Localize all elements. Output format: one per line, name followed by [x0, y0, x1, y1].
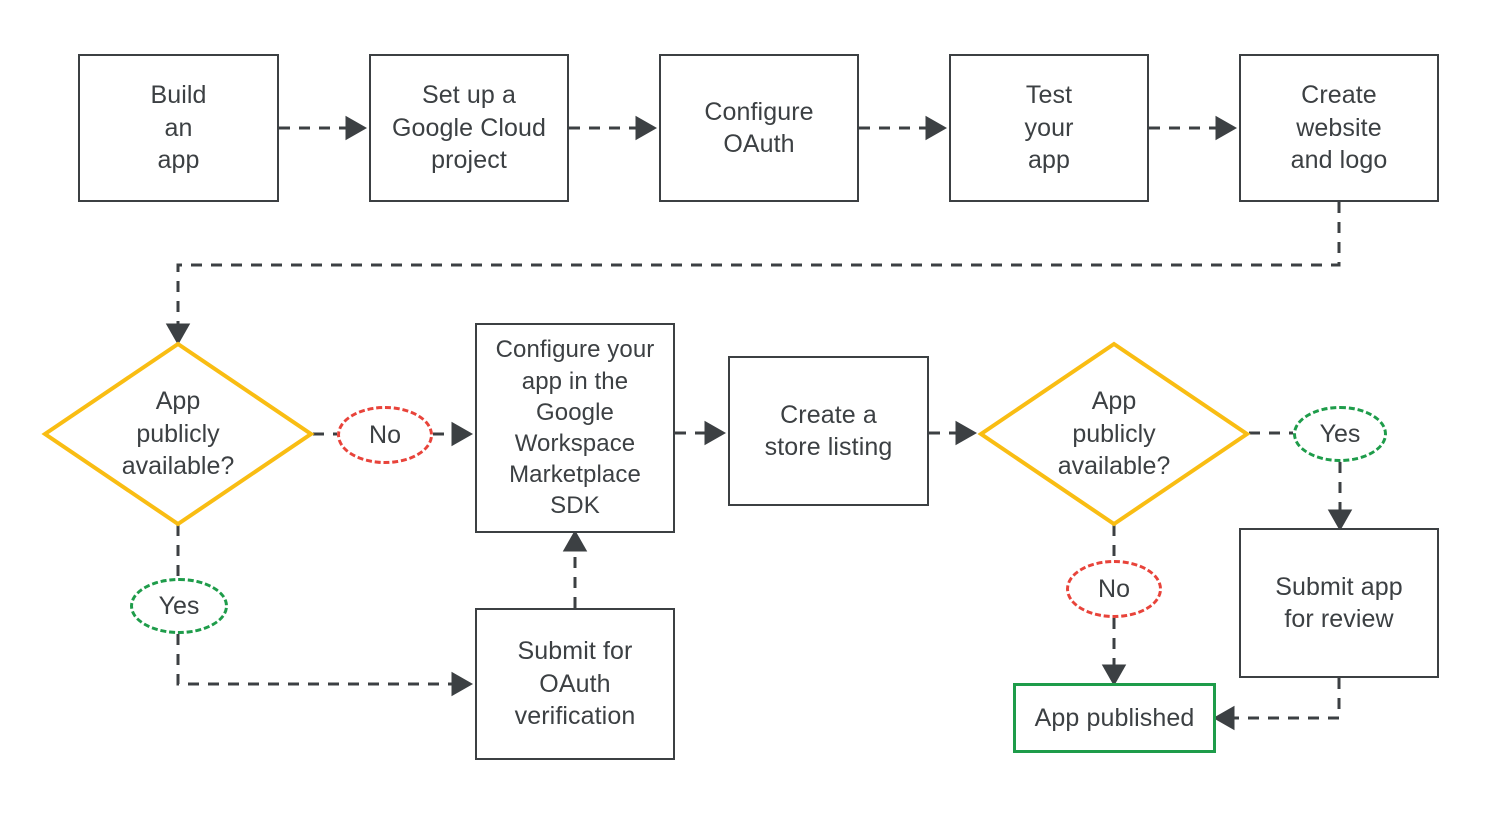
edge-label-decision1-no: No: [337, 406, 433, 464]
edge-submit-review-to-app-published: [1213, 678, 1341, 731]
node-create-website-and-logo[interactable]: Create website and logo: [1239, 54, 1439, 202]
edge-label-decision1-yes: Yes: [130, 578, 228, 634]
decision-2-label: App publicly available?: [1057, 387, 1171, 481]
node-app-publicly-available-decision-2[interactable]: App publicly available?: [977, 341, 1251, 527]
edge-label-decision2-yes: Yes: [1293, 406, 1387, 462]
edge-yes-pill-to-oauth-verification: [176, 634, 473, 697]
node-submit-for-oauth-verification[interactable]: Submit for OAuth verification: [475, 608, 675, 760]
diamond-shape-2: [977, 341, 1251, 527]
node-configure-oauth[interactable]: Configure OAuth: [659, 54, 859, 202]
decision-1-label: App publicly available?: [121, 387, 235, 481]
node-submit-app-for-review[interactable]: Submit app for review: [1239, 528, 1439, 678]
node-test-your-app[interactable]: Test your app: [949, 54, 1149, 202]
node-app-published[interactable]: App published: [1013, 683, 1216, 753]
node-build-an-app[interactable]: Build an app: [78, 54, 279, 202]
node-set-up-google-cloud-project[interactable]: Set up a Google Cloud project: [369, 54, 569, 202]
edge-label-decision2-no: No: [1066, 560, 1162, 618]
edge-website-to-decision1: [165, 202, 1341, 345]
diamond-shape-1: [41, 341, 315, 527]
node-configure-app-in-marketplace-sdk[interactable]: Configure your app in the Google Workspa…: [475, 323, 675, 533]
node-app-publicly-available-decision-1[interactable]: App publicly available?: [41, 341, 315, 527]
node-create-a-store-listing[interactable]: Create a store listing: [728, 356, 929, 506]
